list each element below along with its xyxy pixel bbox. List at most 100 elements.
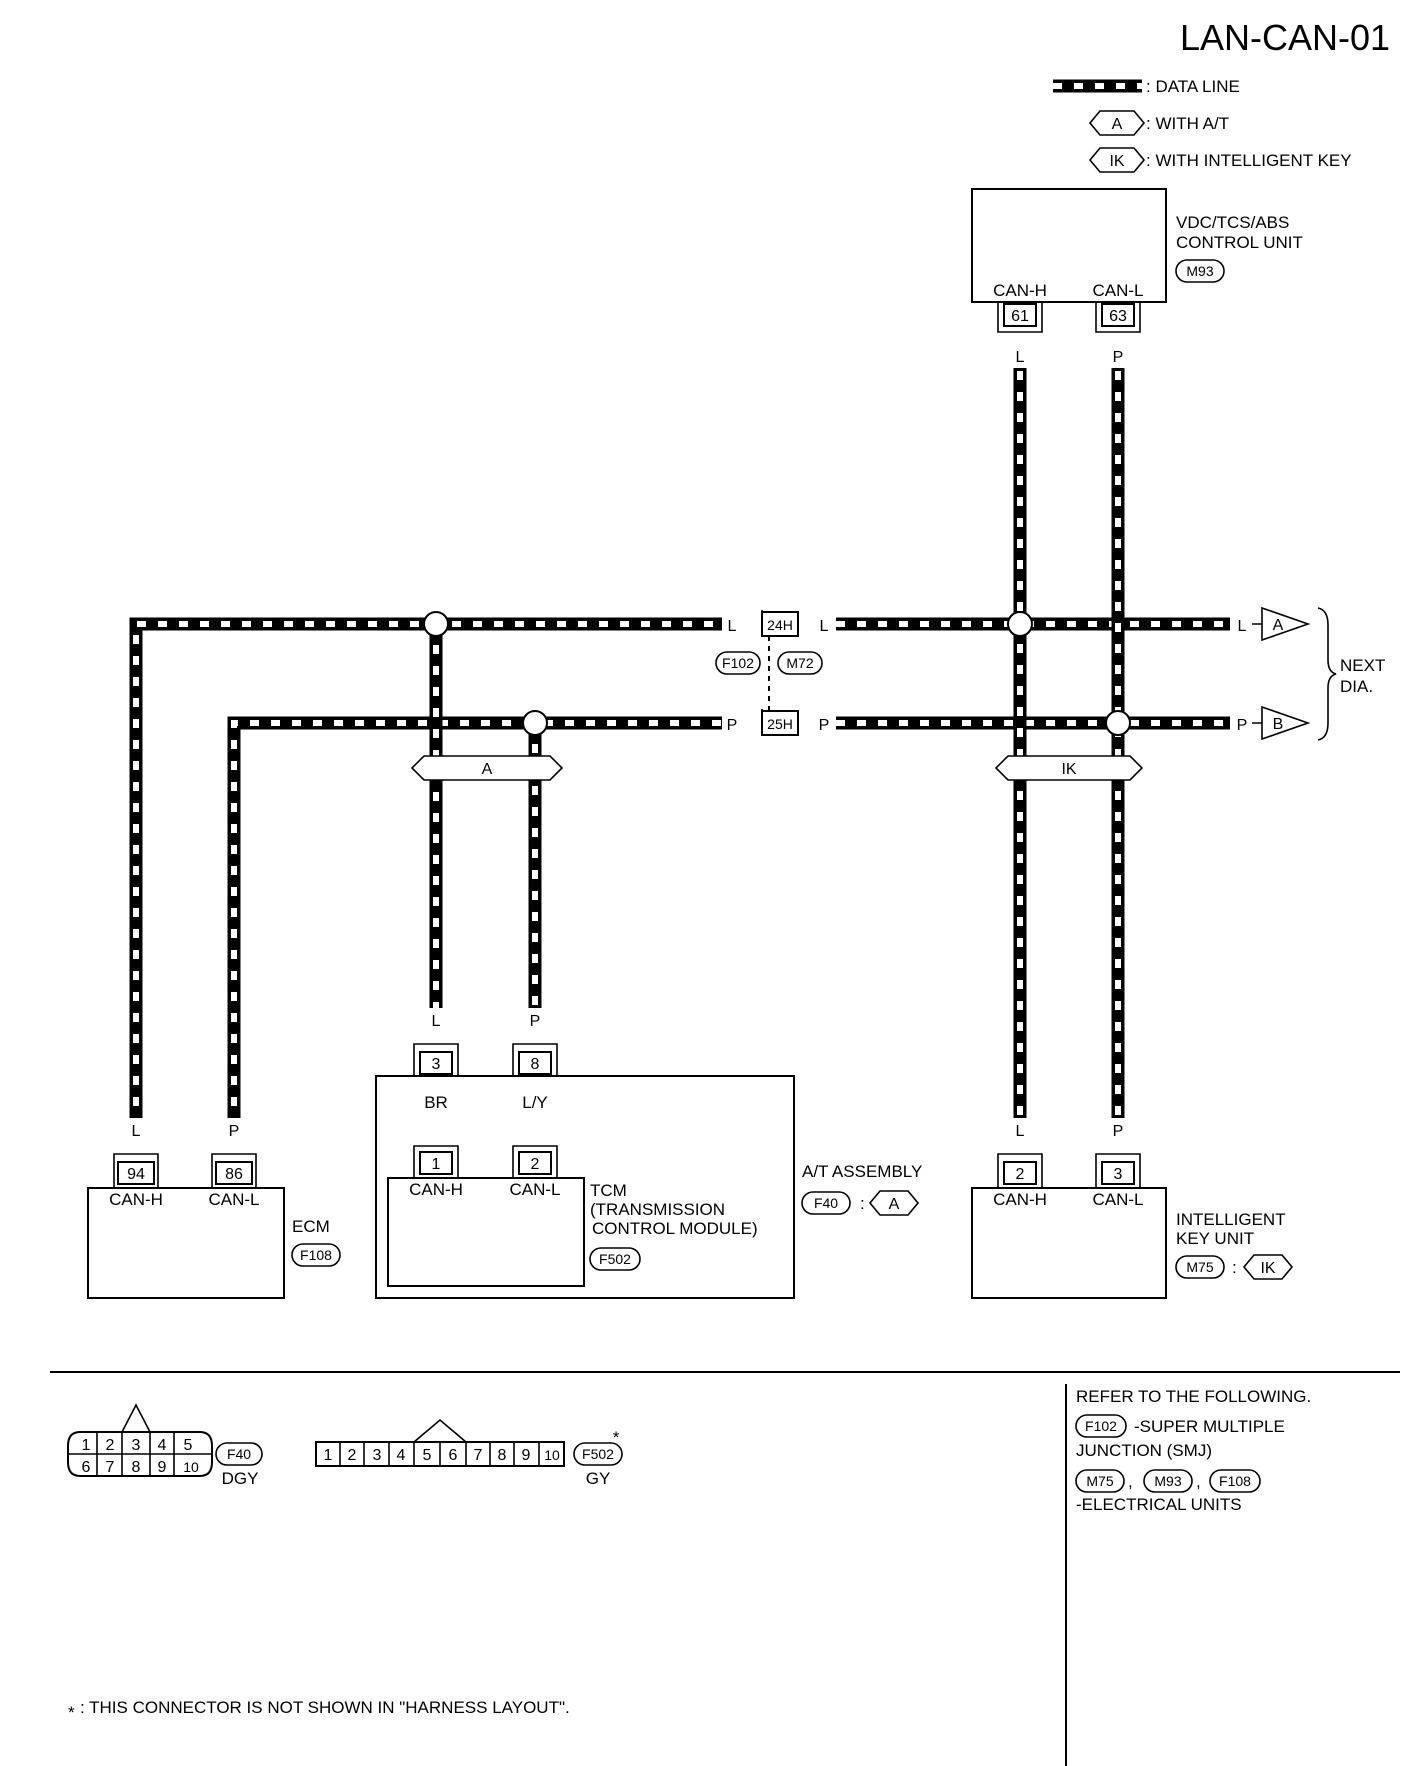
svg-text:9: 9 xyxy=(158,1459,167,1476)
svg-text:B: B xyxy=(1273,716,1284,733)
connector-badge: F102 xyxy=(1085,1418,1117,1434)
next-arrow-b-icon: B xyxy=(1261,705,1311,741)
pin-number: 3 xyxy=(432,1056,441,1073)
pin-label: CAN-L xyxy=(1092,1190,1143,1209)
splice-point xyxy=(1007,611,1033,637)
branch-a-bar: A xyxy=(410,755,564,781)
connector-f502-face: 1 2 3 4 5 6 7 8 9 10 F502 * GY xyxy=(315,1418,623,1488)
intelligent-key-unit: L P 2 3 CAN-H CAN-L INTELLIGENT KEY UNIT… xyxy=(971,1118,1294,1299)
connector-badge: M75 xyxy=(1186,1259,1213,1275)
joint-pin-24h: 24H xyxy=(767,617,793,633)
svg-text:-SUPER MULTIPLE: -SUPER MULTIPLE xyxy=(1134,1417,1285,1436)
next-bracket xyxy=(1317,607,1337,741)
branch-ik-bar: IK xyxy=(994,755,1144,781)
legend-data-line: : DATA LINE xyxy=(1146,77,1240,96)
unit-name: KEY UNIT xyxy=(1176,1229,1254,1248)
pin-number: 8 xyxy=(531,1056,540,1073)
data-lines xyxy=(129,350,1230,1138)
wire-color-label: P xyxy=(1237,717,1248,734)
pin-number: 94 xyxy=(127,1166,145,1183)
next-diagram-label: NEXT xyxy=(1340,656,1385,675)
vdc-control-unit: CAN-H CAN-L 61 63 L P VDC/TCS/ABS CONTRO… xyxy=(971,188,1303,368)
svg-text:8: 8 xyxy=(132,1459,141,1476)
pin-label: CAN-H xyxy=(993,1190,1047,1209)
wire-color-label: L xyxy=(1016,349,1025,366)
svg-text:2: 2 xyxy=(348,1447,357,1464)
next-diagram-label: DIA. xyxy=(1340,677,1373,696)
connector-color: DGY xyxy=(222,1469,259,1488)
wire-color-label: P xyxy=(819,717,830,734)
pin-label: CAN-H xyxy=(409,1180,463,1199)
svg-text:1: 1 xyxy=(324,1447,333,1464)
svg-text:,: , xyxy=(1128,1472,1133,1491)
connector-badge: F502 xyxy=(582,1446,614,1462)
wire-color-label: P xyxy=(229,1123,240,1140)
pin-number: 63 xyxy=(1109,308,1127,325)
svg-text:IK: IK xyxy=(1061,761,1076,778)
svg-text::: : xyxy=(860,1194,865,1213)
connector-badge: M75 xyxy=(1086,1473,1113,1489)
svg-text:3: 3 xyxy=(132,1437,141,1454)
unit-name: INTELLIGENT xyxy=(1176,1210,1286,1229)
svg-text:A: A xyxy=(889,1196,900,1213)
unit-name: CONTROL UNIT xyxy=(1176,233,1303,252)
wire-color-label: L xyxy=(728,618,737,635)
pin-label: CAN-L xyxy=(1092,281,1143,300)
svg-text:4: 4 xyxy=(158,1437,167,1454)
wire-color-label: P xyxy=(727,717,738,734)
pin-number: 2 xyxy=(1016,1166,1025,1183)
connector-m72-badge xyxy=(777,651,823,675)
svg-text:JUNCTION (SMJ): JUNCTION (SMJ) xyxy=(1076,1441,1212,1460)
internal-wire-color: BR xyxy=(424,1093,448,1112)
svg-text:2: 2 xyxy=(106,1437,115,1454)
svg-text:3: 3 xyxy=(373,1447,382,1464)
svg-text:A: A xyxy=(1273,617,1284,634)
svg-text:F102: F102 xyxy=(722,655,754,671)
unit-name: A/T ASSEMBLY xyxy=(802,1162,922,1181)
svg-text:A: A xyxy=(1112,116,1123,133)
connector-badge: M93 xyxy=(1154,1473,1181,1489)
refer-title: REFER TO THE FOLLOWING. xyxy=(1076,1387,1311,1406)
internal-wire-color: L/Y xyxy=(522,1093,548,1112)
joint-connector: 24H 25H F102 M72 xyxy=(715,610,823,736)
with-at-symbol-icon: A xyxy=(1088,110,1146,136)
svg-text:4: 4 xyxy=(397,1447,406,1464)
connector-f40-face: 1 2 3 4 5 6 7 8 9 10 F40 DGY xyxy=(67,1403,263,1488)
pin-label: CAN-L xyxy=(509,1180,560,1199)
svg-text:5: 5 xyxy=(184,1437,193,1454)
svg-text:10: 10 xyxy=(183,1459,199,1475)
unit-name: CONTROL MODULE) xyxy=(592,1219,758,1238)
connector-badge: M93 xyxy=(1186,263,1213,279)
with-ik-symbol-icon: IK xyxy=(1088,147,1146,173)
unit-name: (TRANSMISSION xyxy=(590,1200,725,1219)
wire-color-label: L xyxy=(1016,1123,1025,1140)
tcm-unit: 1 2 CAN-H CAN-L TCM (TRANSMISSION CONTRO… xyxy=(387,1145,758,1287)
pin-label: CAN-L xyxy=(208,1190,259,1209)
wire-color-label: L xyxy=(132,1123,141,1140)
wire-color-label: L xyxy=(820,618,829,635)
pin-number: 3 xyxy=(1114,1166,1123,1183)
next-arrow-a-icon: A xyxy=(1261,606,1311,642)
svg-text:5: 5 xyxy=(423,1447,432,1464)
connector-badge: F502 xyxy=(599,1251,631,1267)
splice-point xyxy=(522,710,548,736)
refer-panel: REFER TO THE FOLLOWING. F102 -SUPER MULT… xyxy=(1075,1387,1311,1514)
joint-pin-25h: 25H xyxy=(767,716,793,732)
option-ik-icon xyxy=(1242,1254,1294,1280)
svg-text:-ELECTRICAL UNITS: -ELECTRICAL UNITS xyxy=(1076,1495,1242,1514)
svg-text:10: 10 xyxy=(544,1447,560,1463)
svg-text:6: 6 xyxy=(449,1447,458,1464)
wire-color-label: L xyxy=(1238,618,1247,635)
splice-point xyxy=(423,611,449,637)
unit-name: ECM xyxy=(292,1217,330,1236)
star-mark: * xyxy=(613,1428,620,1447)
svg-text:IK: IK xyxy=(1260,1260,1275,1277)
pin-number: 61 xyxy=(1011,308,1029,325)
svg-text::: : xyxy=(1232,1258,1237,1277)
connector-color: GY xyxy=(586,1469,611,1488)
wire-color-label: P xyxy=(1113,349,1124,366)
svg-text:8: 8 xyxy=(498,1447,507,1464)
wire-color-label: L xyxy=(432,1013,441,1030)
wire-color-label: P xyxy=(530,1013,541,1030)
pin-label: CAN-H xyxy=(109,1190,163,1209)
